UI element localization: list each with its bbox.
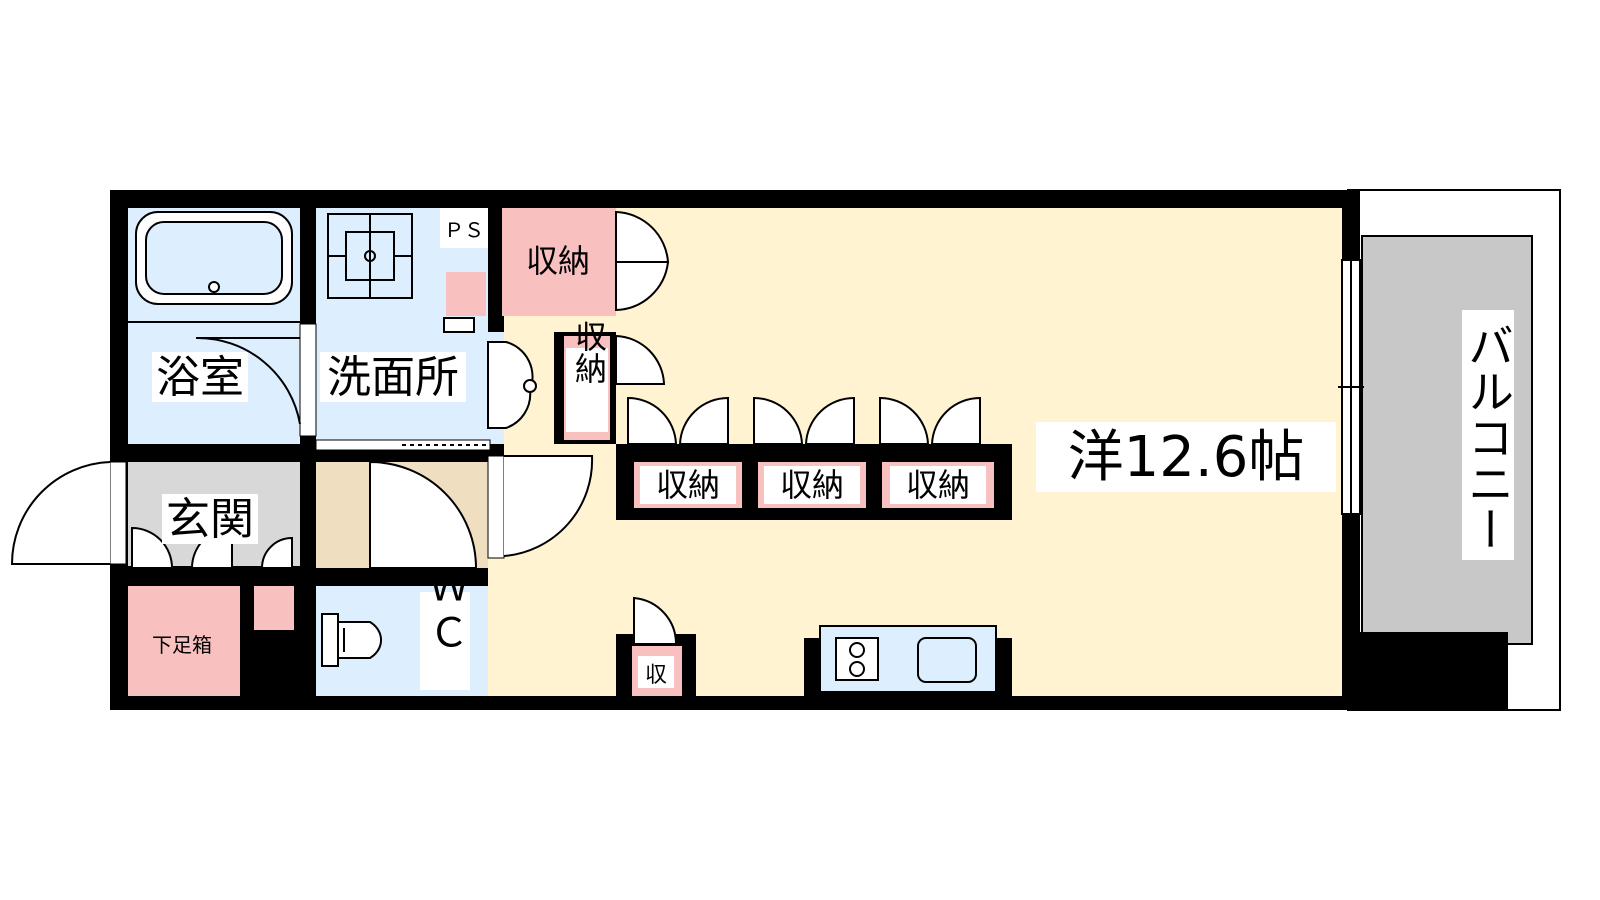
washroom-label: 洗面所 [327,352,459,403]
balcony-label: バルコニー [1461,322,1515,552]
kitchen-counter [804,625,1012,696]
storage-small-label: 収 [645,663,667,688]
storage-row-2-label: 収納 [780,466,844,504]
balcony-area: バルコニー [1347,189,1561,711]
storage-row-doors[interactable] [627,396,981,445]
ps-box [440,208,488,248]
kitchen-sink-icon [917,637,977,683]
storage-row-1-label: 収納 [656,466,720,504]
storage-row-3-label: 収納 [906,466,970,504]
bath-label: 浴室 [156,352,244,403]
balcony-window[interactable] [1338,259,1364,515]
corridor-door[interactable] [487,455,594,559]
storage-middle-label: 収納 [570,320,608,384]
washroom-entry[interactable] [315,439,491,451]
ps-storage [446,272,486,316]
ps-duct-door [443,317,475,333]
shoe-box-small [254,586,294,630]
wc-door[interactable] [369,460,478,569]
storage-small-door[interactable] [633,596,678,645]
ps-label: ＰＳ [444,218,484,242]
shoe-box-area [128,586,240,696]
entrance-label: 玄関 [166,494,254,545]
stove-icon [835,637,879,681]
toilet-icon [321,613,383,667]
storage-top-door[interactable] [615,210,670,312]
storage-top-label: 収納 [526,242,590,280]
storage-top [502,208,616,316]
shoe-box-label: 下足箱 [152,633,212,657]
washbasin-icon [487,341,537,429]
main-room-label: 洋12.6帖 [1068,425,1305,490]
wc-label: ＷＣ [422,566,468,658]
bathtub-icon [135,211,293,305]
storage-middle-door[interactable] [615,334,666,385]
bath-door[interactable] [195,323,317,437]
entrance-door[interactable] [10,461,127,565]
washing-machine-icon [327,213,413,299]
